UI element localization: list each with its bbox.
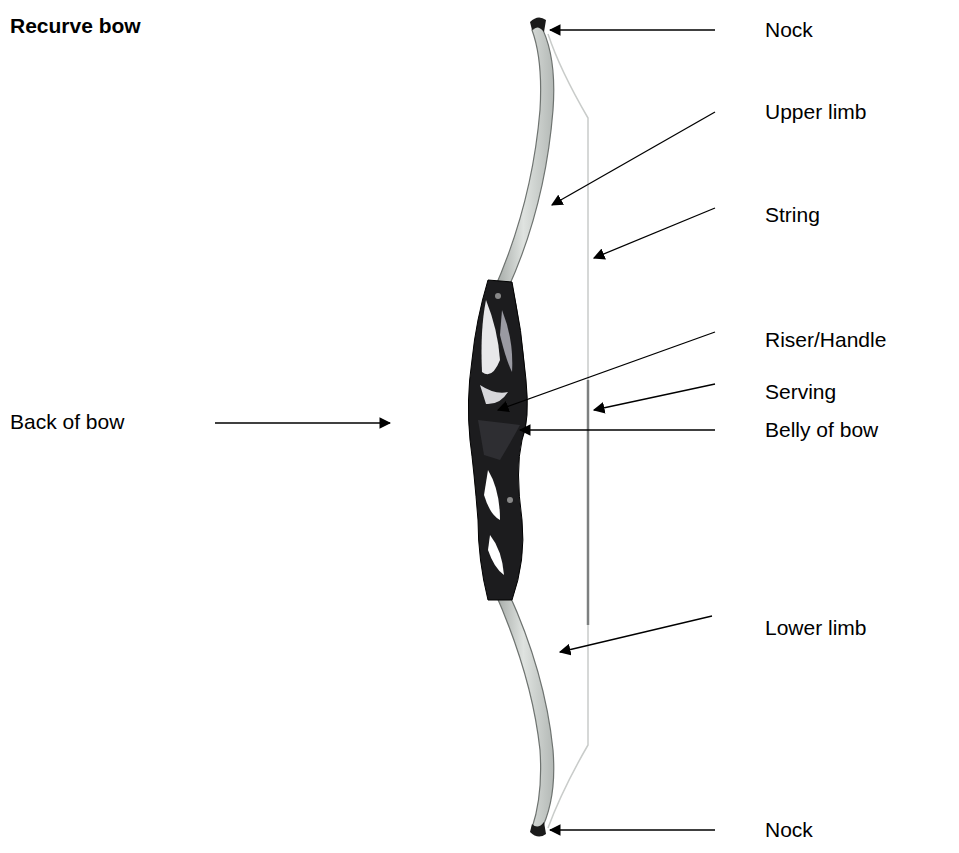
leader-arrow: [594, 208, 715, 258]
lower-limb: [493, 585, 554, 832]
bow-string: [548, 34, 588, 828]
nock-tip: [530, 822, 546, 837]
part-label: Nock: [765, 18, 813, 42]
leader-arrow: [550, 829, 715, 830]
serving: [587, 380, 590, 625]
part-label: Back of bow: [10, 410, 124, 434]
leader-arrow: [552, 112, 715, 205]
leader-arrow: [520, 429, 715, 430]
part-label: Belly of bow: [765, 418, 878, 442]
leader-arrow: [215, 422, 390, 423]
leader-arrow: [560, 616, 712, 652]
leader-arrow: [498, 332, 715, 410]
leader-arrow: [594, 384, 715, 410]
riser: [468, 280, 527, 600]
leader-arrow: [550, 29, 715, 30]
nock-tip: [530, 17, 546, 32]
upper-limb: [493, 24, 554, 295]
part-label: Nock: [765, 818, 813, 842]
part-label: Riser/Handle: [765, 328, 886, 352]
part-label: Lower limb: [765, 616, 867, 640]
part-label: Serving: [765, 380, 836, 404]
part-label: String: [765, 203, 820, 227]
diagram-title: Recurve bow: [10, 14, 141, 38]
part-label: Upper limb: [765, 100, 867, 124]
